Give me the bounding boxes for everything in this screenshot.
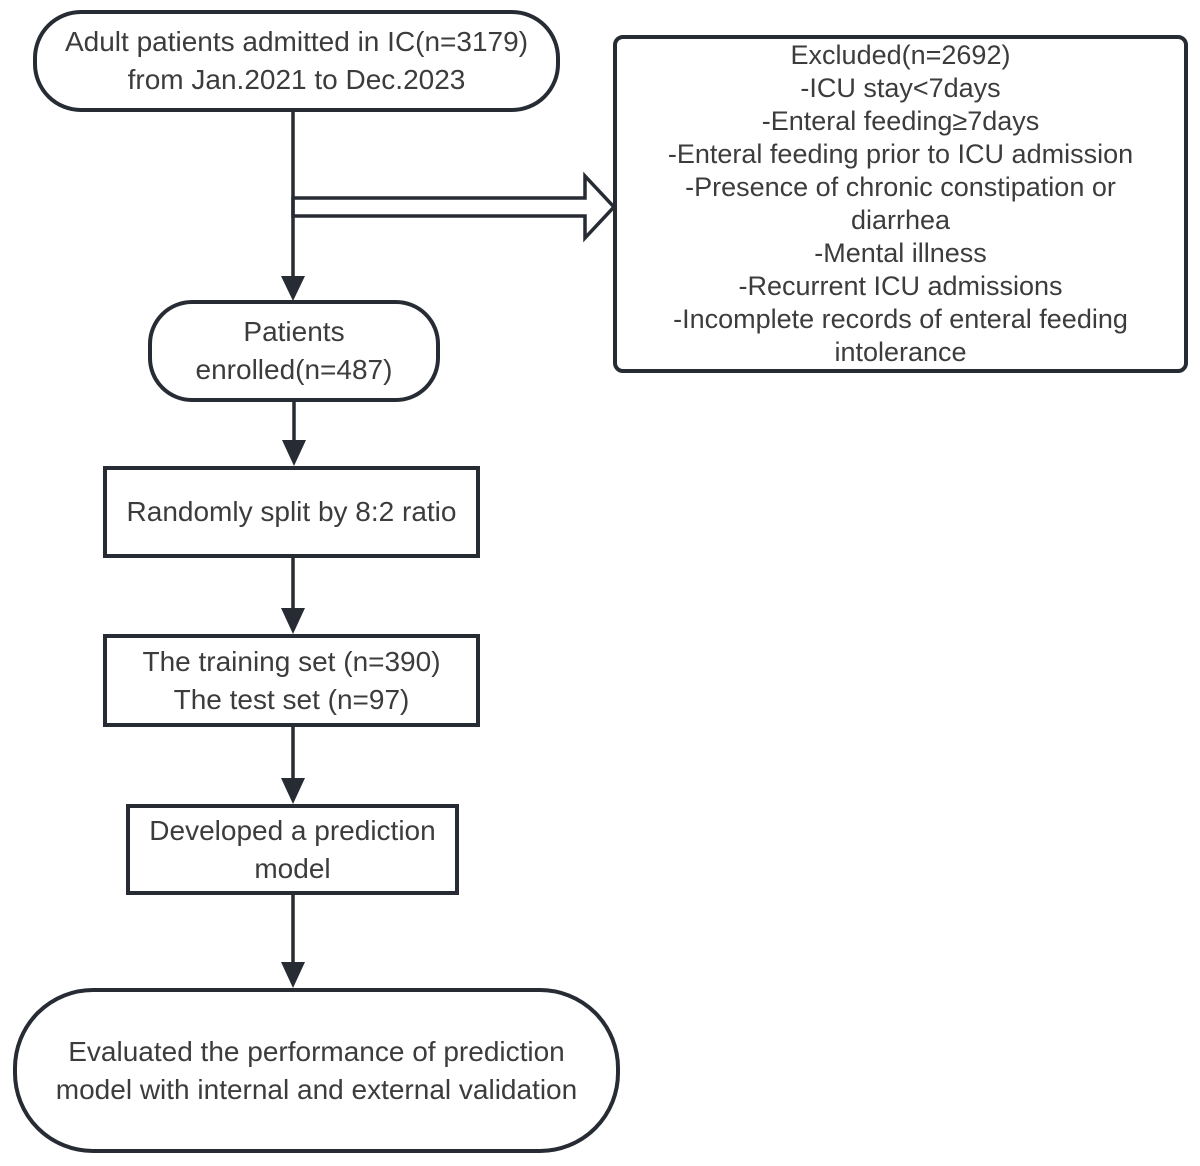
- arrowhead-icon: [282, 440, 306, 466]
- exclusion-item: -Incomplete records of enteral feeding i…: [673, 304, 1128, 367]
- node-excluded: Excluded(n=2692) -ICU stay<7days -Entera…: [613, 35, 1188, 373]
- node-enrolled-line: enrolled(n=487): [195, 354, 393, 385]
- node-model-line: model: [254, 852, 331, 884]
- arrowhead-icon: [281, 962, 305, 988]
- exclusion-item: -Enteral feeding prior to ICU admission: [667, 139, 1134, 169]
- node-sets: The training set (n=390) The test set (n…: [103, 634, 480, 727]
- arrowhead-icon: [281, 608, 305, 634]
- exclusion-block-arrow-icon: [291, 171, 617, 243]
- arrow-split-to-sets: [281, 558, 305, 634]
- node-sets-line: The training set (n=390): [142, 645, 441, 677]
- arrowhead-icon: [281, 778, 305, 804]
- arrow-enrolled-to-split: [282, 402, 306, 466]
- exclusion-item: -ICU stay<7days: [800, 73, 1001, 103]
- arrow-model-to-evaluation: [281, 895, 305, 988]
- arrow-sets-to-model: [281, 727, 305, 804]
- node-evaluation-line: model with internal and external validat…: [55, 1073, 578, 1105]
- arrowhead-icon: [281, 276, 305, 301]
- exclusion-item: -Recurrent ICU admissions: [738, 271, 1063, 301]
- node-sets-line: The test set (n=97): [173, 683, 410, 715]
- exclusion-item: -Mental illness: [814, 238, 987, 268]
- node-evaluation: Evaluated the performance of prediction …: [13, 988, 620, 1153]
- node-evaluation-line: Evaluated the performance of prediction: [68, 1035, 565, 1067]
- node-enrolled: Patients enrolled(n=487): [148, 300, 440, 402]
- node-enrolled-line: Patients: [243, 316, 345, 347]
- node-population-line: Adult patients admitted in IC(n=3179): [64, 26, 529, 57]
- node-population: Adult patients admitted in IC(n=3179) fr…: [33, 10, 560, 112]
- arrow-population-to-enrolled: [281, 112, 305, 301]
- node-split-line: Randomly split by 8:2 ratio: [126, 496, 457, 527]
- node-population-line: from Jan.2021 to Dec.2023: [127, 64, 466, 95]
- node-model: Developed a prediction model: [126, 804, 459, 895]
- node-excluded-title: Excluded(n=2692): [790, 40, 1011, 70]
- exclusion-item: -Presence of chronic constipation or dia…: [685, 172, 1116, 235]
- exclusion-item: -Enteral feeding≥7days: [761, 106, 1040, 136]
- node-split: Randomly split by 8:2 ratio: [103, 466, 480, 558]
- node-model-line: Developed a prediction: [149, 814, 436, 846]
